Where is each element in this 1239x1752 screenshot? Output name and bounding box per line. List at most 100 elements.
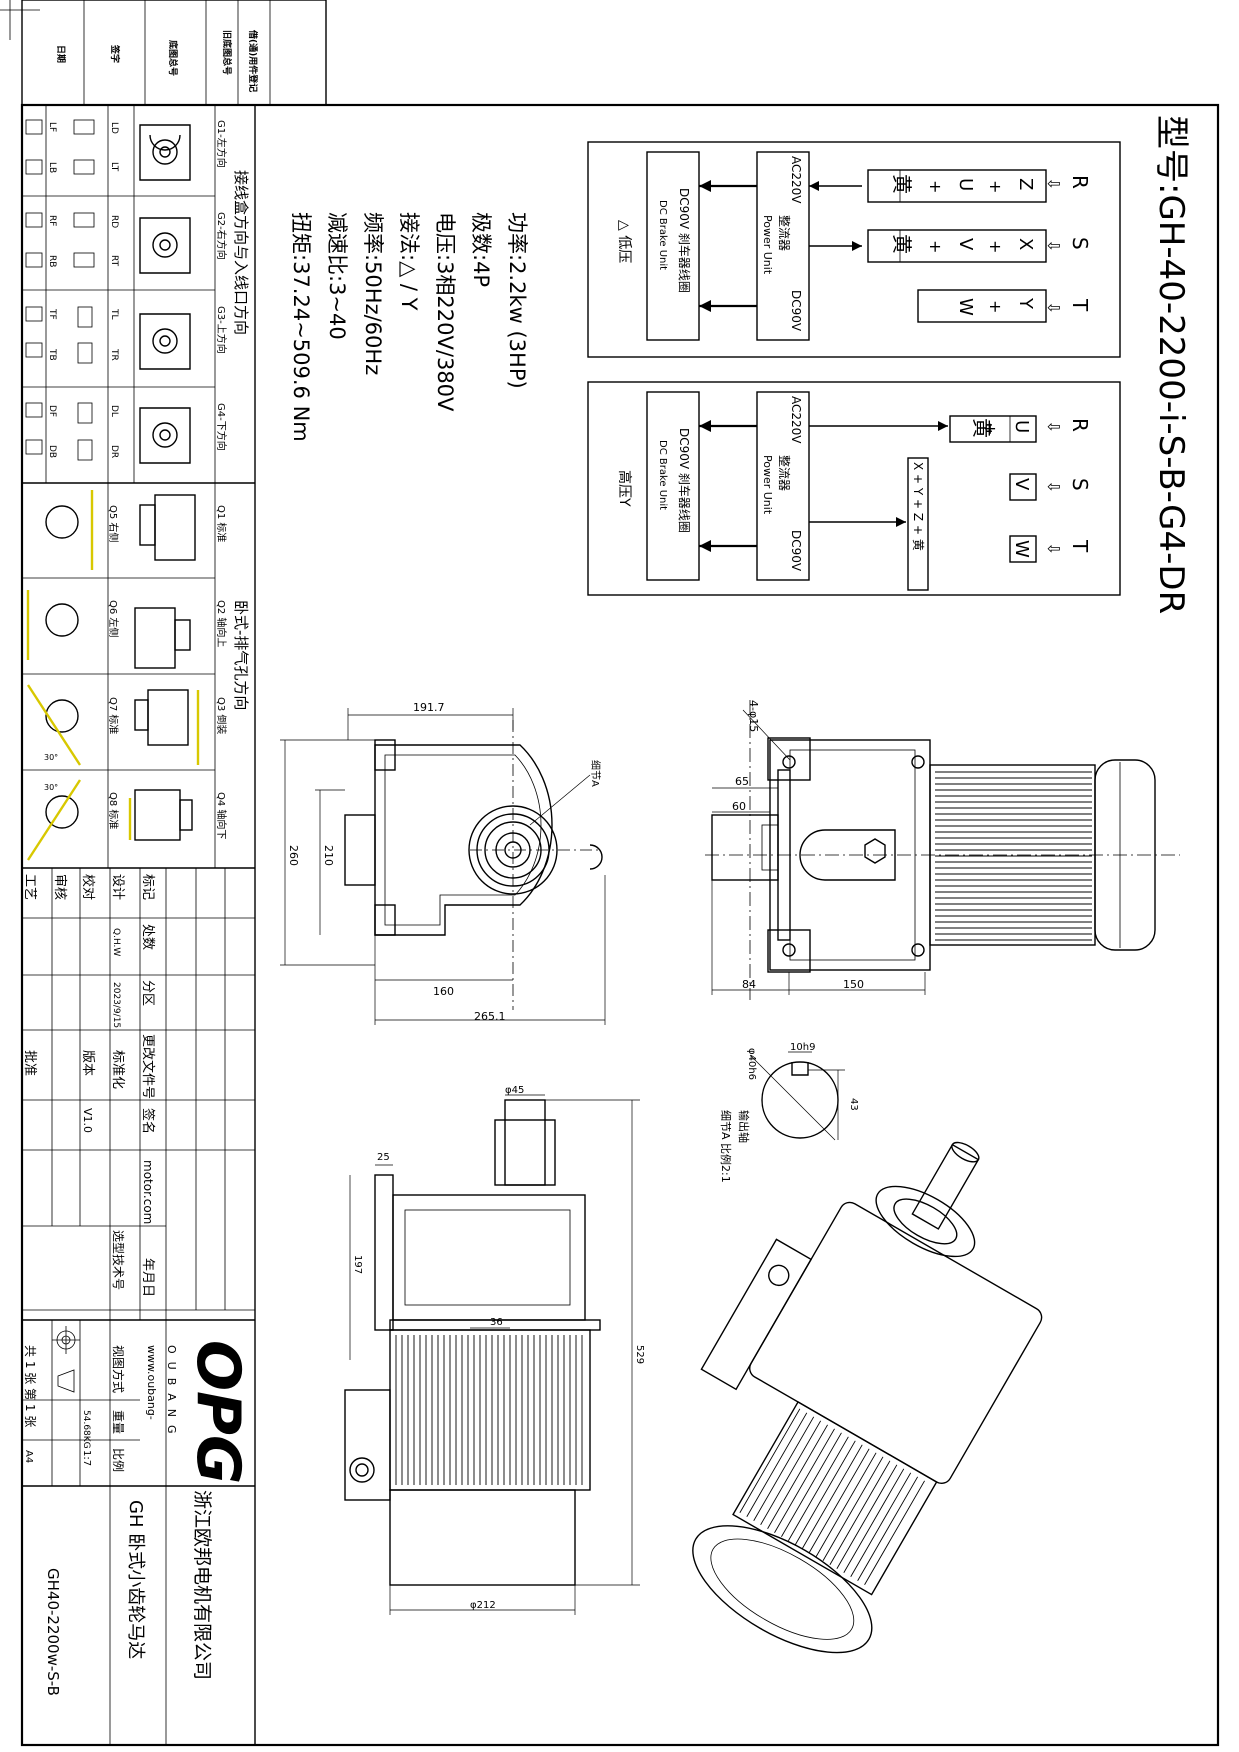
code-ld: LD [109,122,119,134]
phase-r: R [1068,418,1092,432]
shaft-detail: φ40h6 10h9 43 输出轴 细节A 比例2:1 [719,1042,859,1183]
mount-q7: Q7 标准 [107,697,119,734]
plus-sign: + [981,422,1000,435]
term-u: U [1011,420,1032,433]
margin-label: 借(通)用件登记 [247,29,259,92]
mount-q1: Q1 标准 [215,505,227,542]
term-w: W [955,298,976,316]
drawing-number: GH40-2200w-S-B [44,1568,62,1696]
version-label: 版本 [80,1050,95,1076]
version: V1.0 [81,1108,94,1133]
margin-label: 签字 [109,44,121,63]
approve: 批准 [22,1050,37,1076]
spec-power: 功率:2.2kw (3HP) [505,212,529,389]
rect-en: Power Unit [761,455,774,515]
spec-ratio: 减速比:3~40 [325,212,349,340]
dim-65: 65 [735,775,749,788]
key-width: 10h9 [790,1042,815,1053]
shaft-dia: φ40h6 [746,1048,757,1080]
detail-a-scale: 细节A 比例2:1 [719,1110,733,1183]
dir-g1: G1-左方向 [215,120,228,168]
output-shaft: 输出轴 [737,1110,751,1143]
title-block: 标记 处数 分区 更改文件号 签名 年月日 设计 Q.H.W 2023/9/15… [22,868,255,1745]
coil-cn: DC90V 刹车器线圈 [677,188,692,293]
paper-size: A4 [23,1450,34,1463]
mounting-table: 卧式-排气孔方向 Q1 标准 Q2 轴向上 Q3 倒装 Q4 轴向下 Q5 右侧… [22,483,255,869]
code-tb: TB [47,348,57,361]
dim-25: 25 [377,1152,390,1163]
standardize: 标准化 [110,1050,125,1089]
term-x: X [1015,238,1036,250]
spec-connection: 接法:△ / Y [397,212,421,311]
dim-36: 36 [490,1317,503,1328]
arrow-down-icon: ⇩ [1044,239,1063,252]
code-db: DB [47,445,57,458]
phase-s: S [1068,478,1092,491]
arrow-down-icon: ⇩ [1044,480,1063,493]
gearbox-icon [139,124,191,464]
margin-label: 日期 [55,45,67,63]
dim-150: 150 [843,978,864,991]
code-lt: LT [109,162,119,172]
code-rb: RB [47,255,57,267]
front-view: 191.7 260 210 160 265.1 细节A [280,701,606,1025]
dim-phi45: φ45 [505,1085,524,1096]
model-title: 型号:GH-40-2200-i-S-B-G4-DR [1151,115,1191,614]
row-check: 校对 [80,874,96,900]
rect-en: Power Unit [761,215,774,275]
dim-265-1: 265.1 [474,1010,506,1023]
yellow-wire: 黄 [890,174,914,194]
scale-label: 比例 [111,1448,125,1472]
select-no: 选型技术号 [111,1230,125,1290]
wiring-low-voltage: R S T ⇩ ⇩ ⇩ Z X Y + + + U V W + + 黄 黄 AC… [587,141,1121,358]
arrow-down-icon: ⇩ [1044,420,1063,433]
dim-191-7: 191.7 [413,701,445,714]
margin-label: 底图总号 [167,40,179,76]
outer-border [20,103,1220,1747]
mode-low: △ 低压 [616,220,632,263]
mount-q6: Q6 左侧 [107,600,120,637]
phase-t: T [1068,298,1092,312]
box-code-icons [25,119,95,461]
motor-url: motor.com [141,1160,155,1224]
rect-cn: 整流器 [777,215,792,251]
code-tr: TR [109,348,119,361]
hdr-count: 处数 [140,924,155,950]
box-direction-title: 接线盒方向与入线口方向 [232,170,250,335]
coil-cn: DC90V 刹车器线圈 [677,428,692,533]
spec-torque: 扭矩:37.24~509.6 Nm [289,212,313,442]
spec-frequency: 频率:50Hz/60Hz [361,212,385,375]
angle-30-a: 30° [44,753,58,762]
plus-sign: + [986,240,1005,253]
row-design: 设计 [110,874,125,900]
code-dl: DL [109,405,119,417]
mount-q5: Q5 右侧 [107,505,120,542]
phase-r: R [1068,175,1092,189]
spec-voltage: 电压:3相220V/380V [433,212,457,412]
brand-sub: OUBANG [165,1345,178,1442]
code-rd: RD [109,215,119,228]
term-y: Y [1015,297,1036,310]
mount-q8: Q8 标准 [107,792,119,829]
hdr-file: 更改文件号 [140,1034,155,1099]
hdr-sign: 签名 [140,1108,156,1134]
weight-label: 重量 [111,1410,125,1434]
phase-t: T [1068,539,1092,553]
projection-symbol-icon [52,1326,80,1393]
code-tl: TL [109,308,119,320]
code-rt: RT [109,255,119,267]
dim-84: 84 [742,978,756,991]
code-lf: LF [47,122,57,132]
rect-ac: AC220V [789,396,803,444]
side-view: 4-φ15 65 60 84 150 [705,700,1180,1000]
code-df: DF [47,405,57,417]
dim-529: 529 [634,1345,645,1364]
junction-box-table: 接线盒方向与入线口方向 G1-左方向 G2-右方向 G3-上方向 G4-下方向 … [22,105,255,484]
scale: 1:7 [81,1450,92,1466]
coil-en: DC Brake Unit [657,440,668,510]
view-mode: 视图方式 [111,1345,126,1393]
code-tf: TF [47,308,57,320]
product-name: GH 卧式小齿轮马达 [125,1500,146,1659]
yellow-wire: 黄 [970,418,994,438]
